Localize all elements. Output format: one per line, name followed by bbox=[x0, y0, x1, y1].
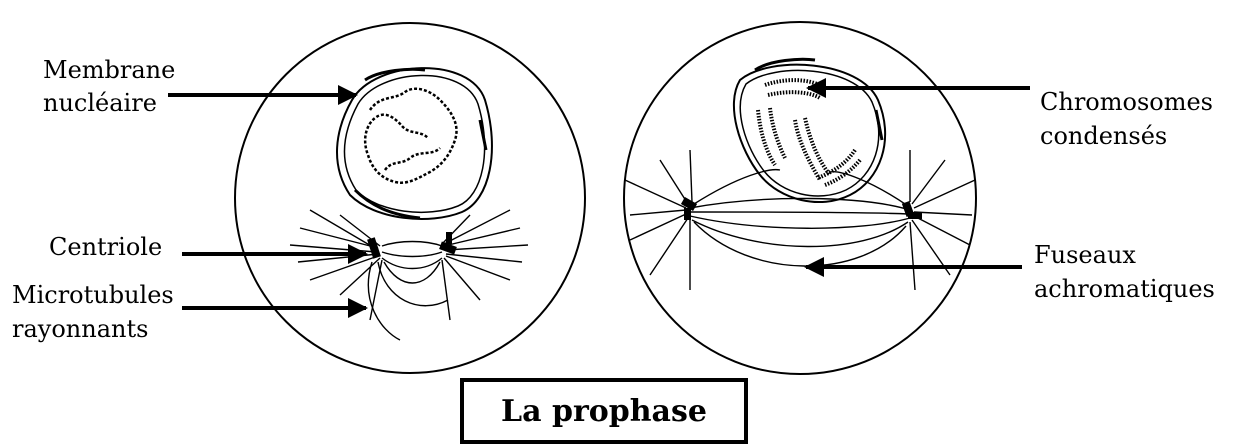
label-membrane-line2: nucléaire bbox=[43, 88, 157, 118]
title-box: La prophase bbox=[460, 378, 748, 444]
label-fuseaux-line2: achromatiques bbox=[1034, 274, 1215, 304]
left-cell-membrane bbox=[235, 23, 585, 373]
label-centriole: Centriole bbox=[49, 232, 162, 262]
label-chromosomes-line2: condensés bbox=[1040, 121, 1167, 151]
pointer-arrows bbox=[168, 88, 1030, 308]
left-nucleus bbox=[337, 68, 492, 219]
label-fuseaux-line1: Fuseaux bbox=[1034, 240, 1136, 270]
right-cell bbox=[624, 22, 976, 374]
left-cell bbox=[235, 23, 585, 373]
diagram-title: La prophase bbox=[501, 394, 707, 429]
label-microtubules-line1: Microtubules bbox=[12, 280, 174, 310]
left-microtubules bbox=[290, 210, 528, 340]
label-chromosomes-line1: Chromosomes bbox=[1040, 87, 1213, 117]
left-centriole-c bbox=[446, 232, 452, 244]
right-centriole-b bbox=[684, 208, 691, 220]
right-centriole-d bbox=[908, 212, 922, 219]
label-membrane-line1: Membrane bbox=[43, 55, 175, 85]
label-microtubules-line2: rayonnants bbox=[12, 314, 148, 344]
